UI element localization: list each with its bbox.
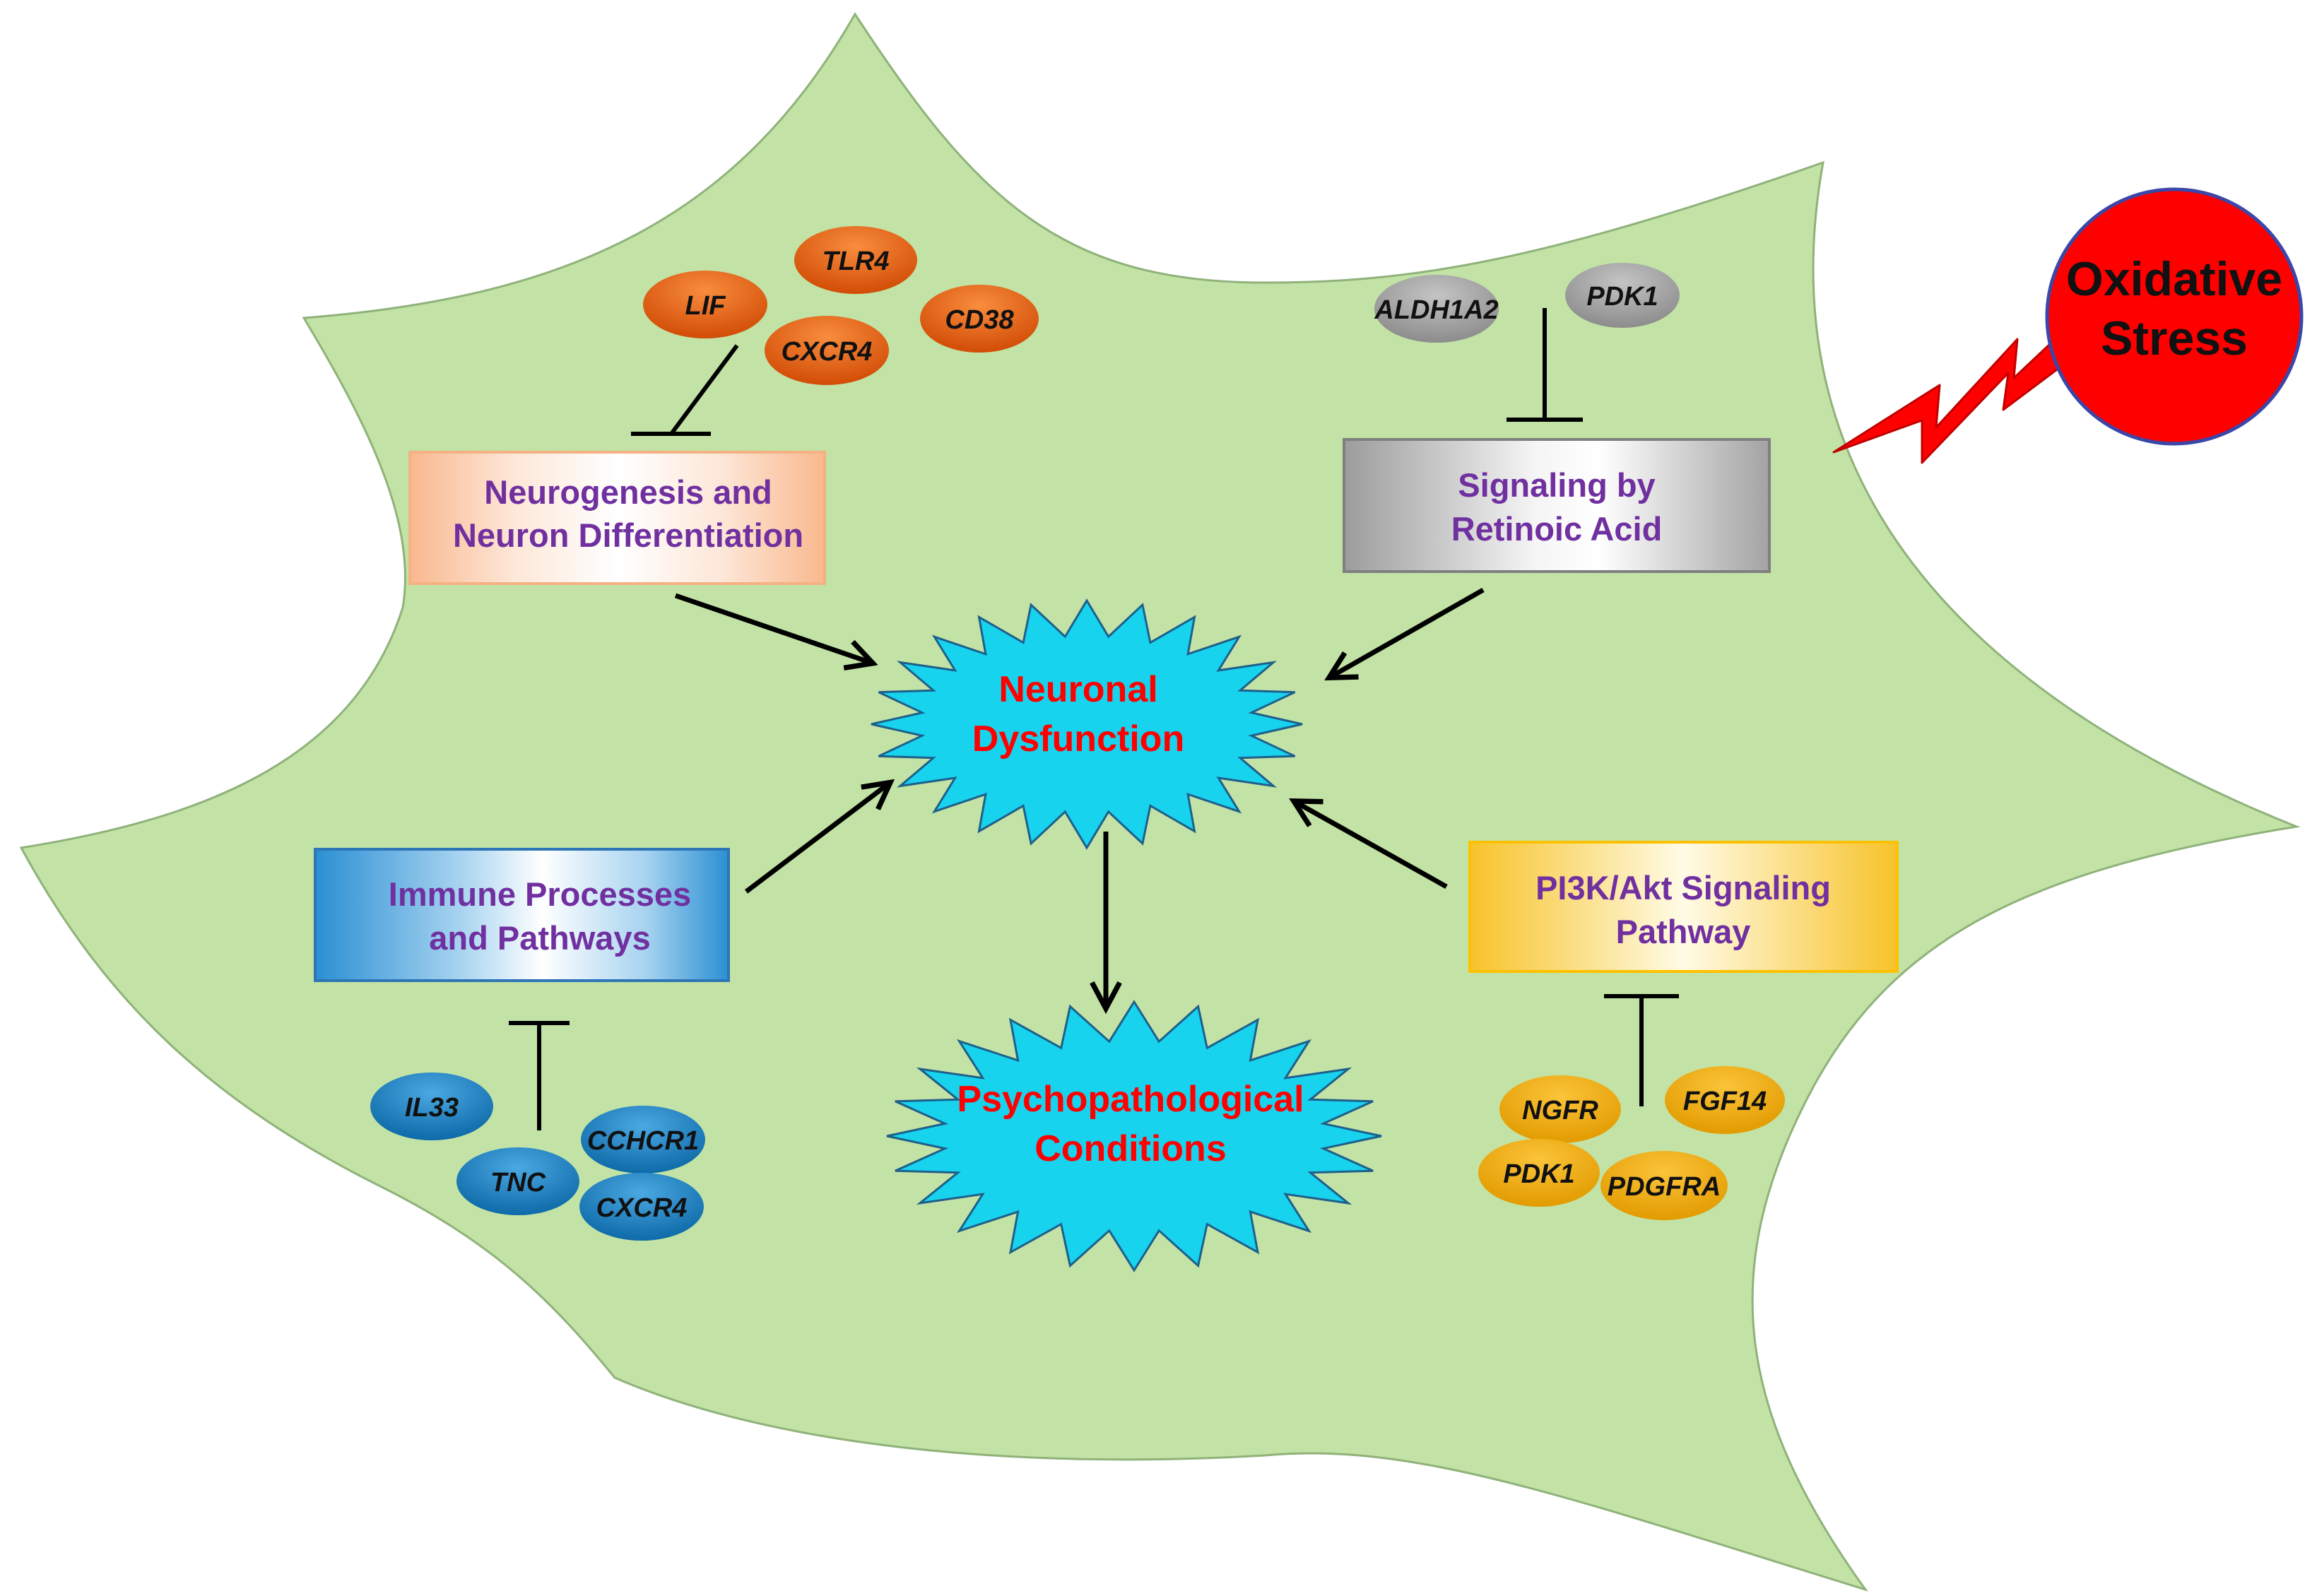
gene-immune-cxcr4: CXCR4: [579, 1173, 704, 1241]
box-pi3k-line1: PI3K/Akt Signaling: [1535, 869, 1831, 906]
gene-retinoic-aldh1a2: ALDH1A2: [1374, 275, 1499, 343]
arrow-immune-to-dysfunction: [744, 784, 889, 894]
neuronal-dysfunction-line2: Dysfunction: [972, 719, 1184, 759]
psychopathological-conditions-line2: Conditions: [1034, 1128, 1227, 1169]
svg-text:IL33: IL33: [405, 1093, 459, 1123]
lightning-bolt-icon: [1832, 320, 2075, 464]
arrow-neurogenesis-to-dysfunction: [674, 593, 871, 663]
svg-text:PDK1: PDK1: [1503, 1159, 1574, 1189]
gene-neurogenesis-tlr4: TLR4: [794, 226, 917, 294]
psychopathological-conditions-node: Psychopathological Conditions: [886, 1000, 1382, 1272]
box-pi3k-line2: Pathway: [1616, 913, 1751, 950]
box-retinoic-line1: Signaling by: [1458, 466, 1655, 504]
svg-text:CCHCR1: CCHCR1: [587, 1126, 699, 1156]
gene-neurogenesis-lif: LIF: [643, 271, 767, 338]
svg-text:PDK1: PDK1: [1586, 282, 1658, 312]
oxidative-stress-node: Oxidative Stress: [2045, 187, 2304, 446]
gene-pi3k-pdgfra: PDGFRA: [1600, 1151, 1728, 1220]
inhibition-retinoic: [1507, 308, 1583, 422]
gene-immune-il33: IL33: [370, 1072, 493, 1140]
box-immune-line2: and Pathways: [429, 919, 650, 957]
box-neurogenesis: Neurogenesis and Neuron Differentiation: [408, 451, 826, 585]
gene-pi3k-ngfr: NGFR: [1499, 1075, 1621, 1143]
gene-neurogenesis-cd38: CD38: [920, 285, 1039, 353]
box-retinoic-line2: Retinoic Acid: [1451, 510, 1663, 548]
oxidative-stress-line2: Stress: [2101, 312, 2248, 365]
svg-text:TLR4: TLR4: [823, 247, 890, 276]
svg-text:CXCR4: CXCR4: [782, 337, 873, 367]
arrow-retinoic-to-dysfunction: [1331, 587, 1485, 677]
svg-text:LIF: LIF: [685, 291, 727, 321]
gene-immune-cchcr1: CCHCR1: [581, 1106, 705, 1174]
inhibition-immune: [509, 1021, 570, 1130]
svg-text:PDGFRA: PDGFRA: [1608, 1172, 1721, 1202]
box-neurogenesis-line1: Neurogenesis and: [484, 473, 772, 511]
box-neurogenesis-line2: Neuron Differentiation: [453, 516, 803, 554]
oxidative-stress-line1: Oxidative: [2066, 252, 2282, 306]
box-pi3k: PI3K/Akt Signaling Pathway: [1468, 841, 1899, 973]
box-retinoic: Signaling by Retinoic Acid: [1343, 438, 1771, 573]
svg-text:ALDH1A2: ALDH1A2: [1374, 295, 1498, 325]
gene-retinoic-pdk1: PDK1: [1565, 263, 1680, 328]
neuronal-dysfunction-line1: Neuronal: [998, 669, 1157, 710]
box-immune-line1: Immune Processes: [389, 875, 691, 913]
neuronal-dysfunction-burst: [871, 598, 1303, 850]
svg-text:FGF14: FGF14: [1683, 1087, 1767, 1116]
gene-neurogenesis-cxcr4: CXCR4: [765, 316, 889, 385]
neuronal-dysfunction-node: Neuronal Dysfunction: [871, 598, 1303, 850]
psychopathological-conditions-line1: Psychopathological: [957, 1079, 1304, 1120]
svg-text:CXCR4: CXCR4: [596, 1193, 688, 1223]
gene-pi3k-fgf14: FGF14: [1665, 1066, 1785, 1134]
box-immune: Immune Processes and Pathways: [314, 848, 730, 982]
svg-text:CD38: CD38: [945, 305, 1014, 335]
psychopathological-conditions-burst: [886, 1000, 1382, 1272]
gene-immune-tnc: TNC: [456, 1147, 579, 1215]
arrow-pi3k-to-dysfunction: [1295, 802, 1448, 889]
gene-pi3k-pdk1: PDK1: [1478, 1139, 1600, 1207]
inhibition-neurogenesis: [631, 344, 739, 436]
svg-text:NGFR: NGFR: [1522, 1096, 1598, 1125]
inhibition-pi3k: [1604, 994, 1679, 1106]
svg-text:TNC: TNC: [490, 1168, 546, 1198]
